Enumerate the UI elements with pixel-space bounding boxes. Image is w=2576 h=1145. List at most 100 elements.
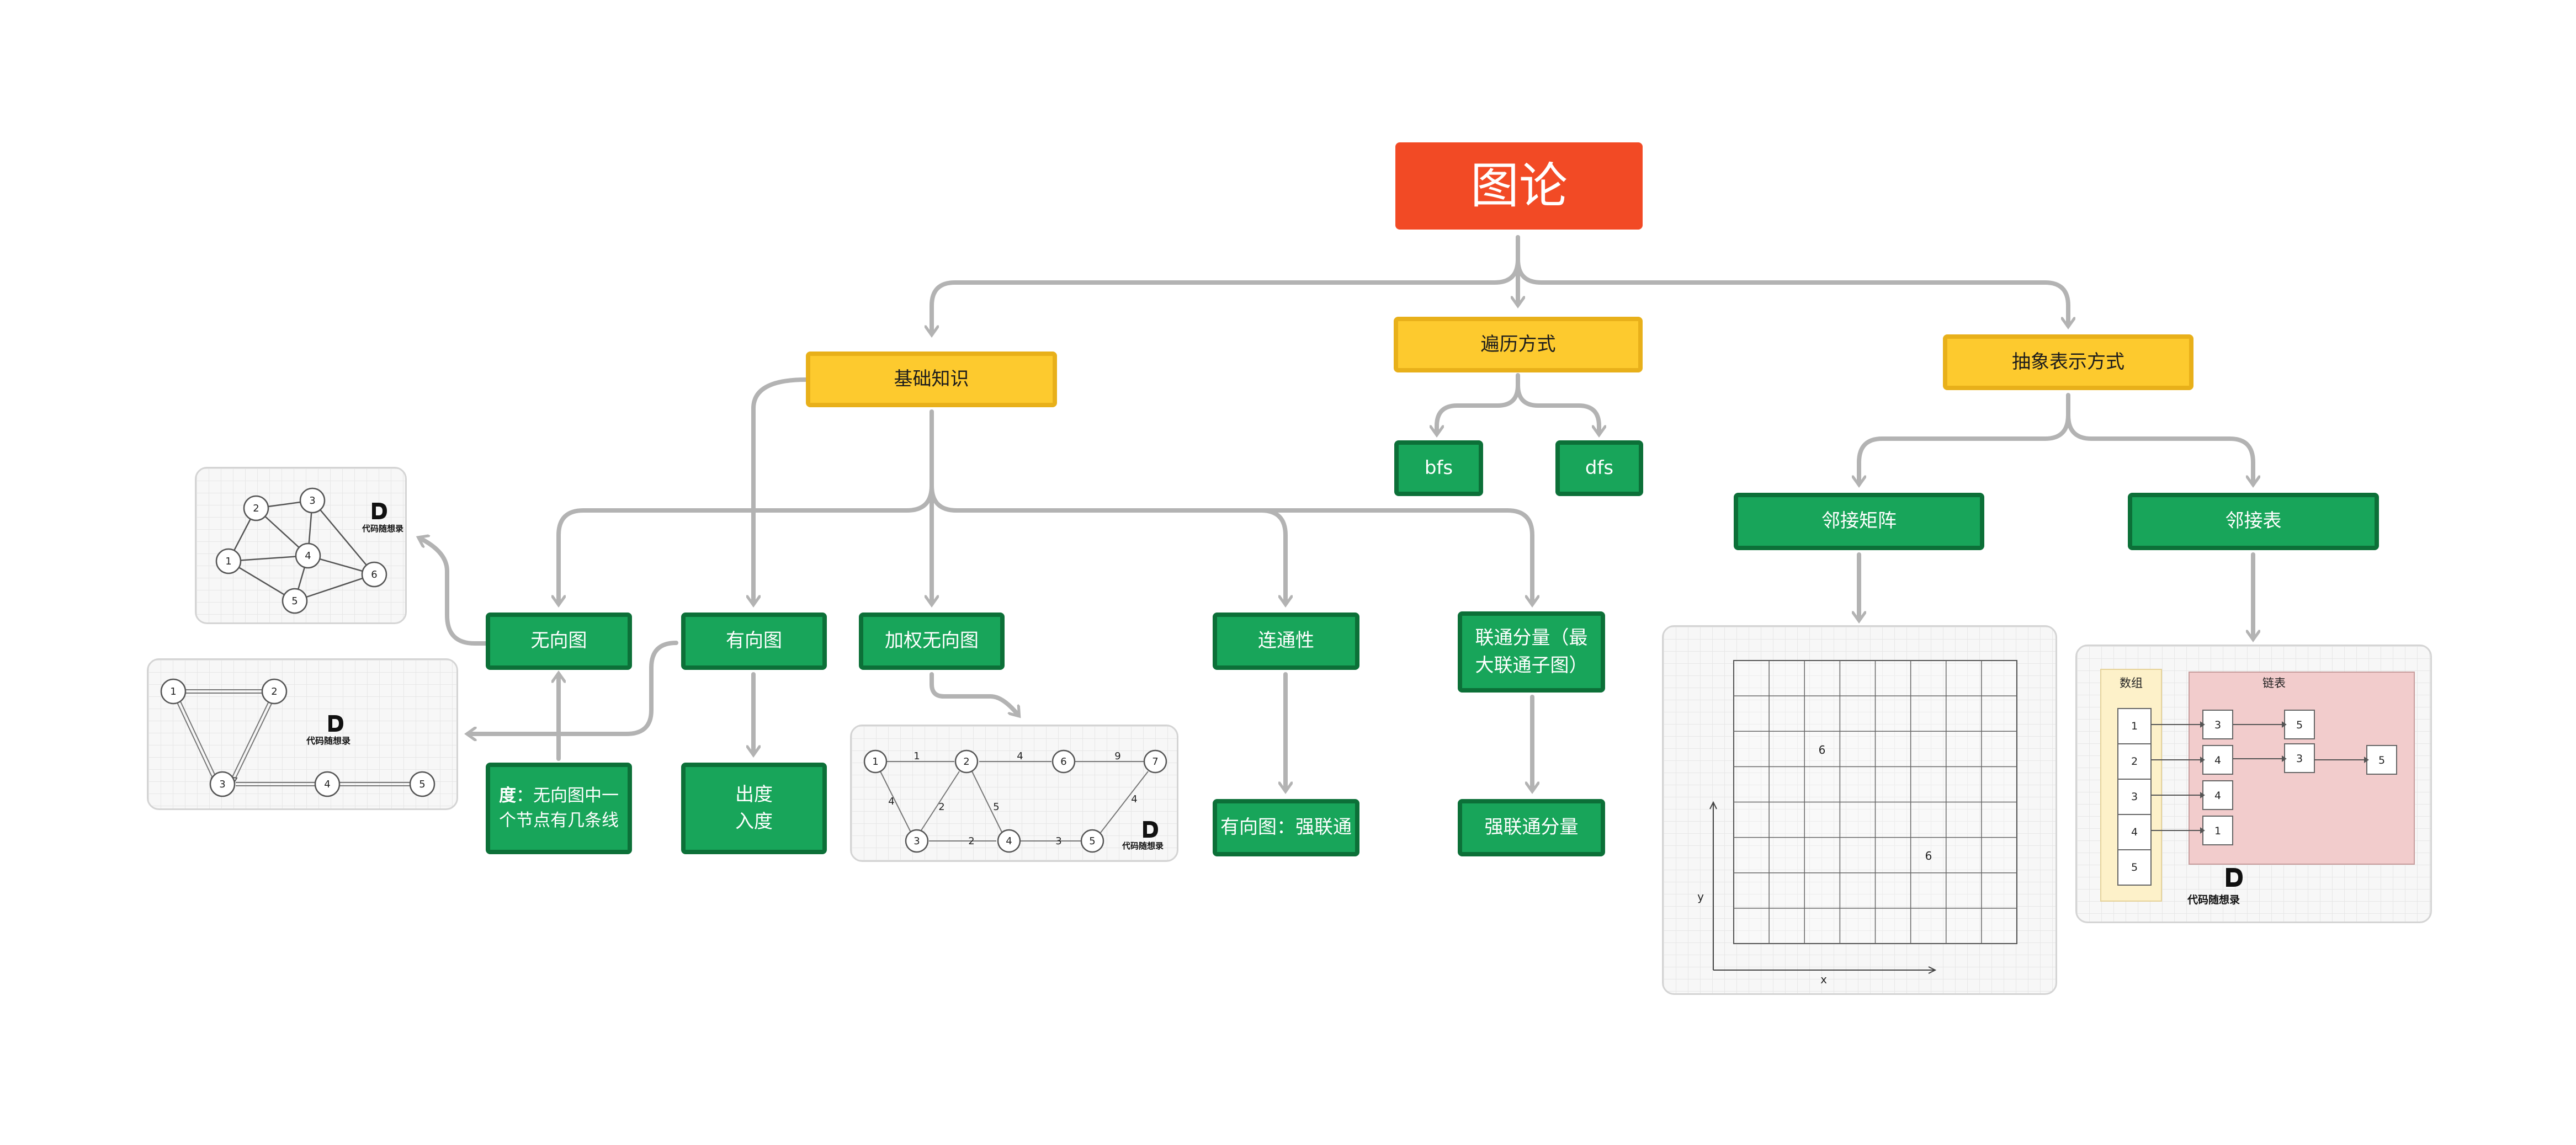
list-node: 5 <box>2296 719 2303 731</box>
undirected-node-3 <box>299 487 326 514</box>
list-node: 1 <box>2214 825 2221 837</box>
undirected-node-1 <box>215 548 242 574</box>
directed-node-2 <box>261 678 288 705</box>
degree-description: ：无向图中一个节点有几条线 <box>499 786 619 830</box>
weight-2-4: 5 <box>993 801 999 813</box>
matrix-cell-value: 6 <box>1819 743 1826 757</box>
edge-repr-matrix <box>1859 393 2070 484</box>
in-degree-label: 入度 <box>735 811 773 833</box>
out-degree-label: 出度 <box>735 783 773 806</box>
edge-weighted-image <box>930 672 1018 715</box>
edge-basics-directed <box>753 377 808 604</box>
undirected-node-2-label: 2 <box>253 503 259 514</box>
linked-list-title: 链表 <box>2262 677 2286 690</box>
strongly-connected[interactable]: 有向图：强联通 <box>1213 799 1359 856</box>
root-topic[interactable]: 图论 <box>1395 142 1643 230</box>
edge-traversal-dfs <box>1516 383 1599 434</box>
weight-1-2: 1 <box>913 750 920 762</box>
edge-basics-components <box>1258 508 1534 606</box>
weight-6-7: 9 <box>1114 750 1120 762</box>
category-representation[interactable]: 抽象表示方式 <box>1943 334 2193 390</box>
degree-definition[interactable]: 度：无向图中一个节点有几条线 <box>486 763 632 854</box>
undirected-node-4-label: 4 <box>305 550 311 562</box>
directed-node-3-label: 3 <box>219 779 225 790</box>
category-traversal[interactable]: 遍历方式 <box>1394 317 1643 372</box>
directed-node-3 <box>209 771 236 797</box>
array-index: 2 <box>2131 755 2138 768</box>
weighted-node-7 <box>1143 749 1167 774</box>
array-title: 数组 <box>2120 677 2143 690</box>
weighted-node-6 <box>1051 749 1076 774</box>
weight-5-7: 4 <box>1131 793 1137 805</box>
directed-node-5-label: 5 <box>419 779 425 790</box>
strongly-connected-components[interactable]: 强联通分量 <box>1458 799 1605 856</box>
topic-adjacency-matrix[interactable]: 邻接矩阵 <box>1734 493 1984 550</box>
list-node: 4 <box>2214 790 2221 802</box>
directed-node-5 <box>409 771 435 797</box>
svg-text:代码随想录: 代码随想录 <box>306 736 350 746</box>
weight-2-6: 4 <box>1017 750 1023 762</box>
list-node: 3 <box>2214 719 2221 731</box>
directed-node-1-label: 1 <box>170 686 176 697</box>
svg-text:代码随想录: 代码随想录 <box>2187 893 2240 906</box>
weighted-node-6-label: 6 <box>1060 756 1066 768</box>
weighted-graph-example: 1 4 9 4 2 5 2 3 4 1 2 3 4 5 6 7 <box>850 725 1178 862</box>
edge-repr-list <box>2066 413 2253 484</box>
undirected-node-6-label: 6 <box>371 569 377 581</box>
undirected-node-5 <box>281 588 308 614</box>
array-index: 5 <box>2131 861 2138 874</box>
topic-bfs[interactable]: bfs <box>1394 440 1483 496</box>
weighted-node-5-label: 5 <box>1089 835 1095 847</box>
edge-basics-connectivity <box>930 483 1286 604</box>
topic-connected-components[interactable]: 联通分量（最大联通子图） <box>1458 611 1605 693</box>
array-index: 1 <box>2131 720 2138 732</box>
weighted-node-1-label: 1 <box>872 756 878 768</box>
weighted-node-4-label: 4 <box>1006 835 1012 847</box>
topic-undirected-graph[interactable]: 无向图 <box>486 613 632 670</box>
watermark-logo-icon: 代码随想录 <box>1122 821 1164 851</box>
weighted-node-3 <box>905 829 929 853</box>
watermark-logo-icon: 代码随想录 <box>362 503 403 534</box>
edge-traversal-bfs <box>1437 373 1520 434</box>
directed-node-1 <box>160 678 187 705</box>
list-node: 4 <box>2214 754 2221 766</box>
adjacency-matrix-example: 6 6 x y <box>1662 625 2057 995</box>
undirected-node-4 <box>295 542 321 569</box>
svg-text:代码随想录: 代码随想录 <box>1122 841 1164 851</box>
degree-definition-text: 度：无向图中一个节点有几条线 <box>499 784 619 833</box>
edge-basics-undirected <box>559 483 934 604</box>
weighted-node-2-label: 2 <box>963 756 969 768</box>
undirected-node-3-label: 3 <box>309 495 315 507</box>
undirected-node-1-label: 1 <box>225 556 231 567</box>
weighted-node-1 <box>863 749 888 774</box>
weight-1-3: 4 <box>888 796 894 807</box>
matrix-axis-x: x <box>1820 973 1827 986</box>
in-out-degree[interactable]: 出度 入度 <box>681 763 827 854</box>
weight-4-5: 3 <box>1055 835 1061 847</box>
topic-dfs[interactable]: dfs <box>1555 440 1643 496</box>
undirected-node-5-label: 5 <box>291 595 298 607</box>
matrix-axis-y: y <box>1697 890 1704 903</box>
array-index: 3 <box>2131 791 2138 803</box>
watermark-logo-icon: 代码随想录 <box>306 715 350 746</box>
directed-node-4 <box>314 771 341 797</box>
list-node: 3 <box>2296 753 2303 765</box>
weight-3-2: 2 <box>938 801 944 813</box>
topic-weighted-undirected-graph[interactable]: 加权无向图 <box>859 613 1005 670</box>
edge-undirected-image <box>419 538 488 646</box>
undirected-node-2 <box>243 495 269 521</box>
category-basics[interactable]: 基础知识 <box>806 352 1057 407</box>
weighted-node-7-label: 7 <box>1152 756 1158 768</box>
topic-connectivity[interactable]: 连通性 <box>1213 613 1359 670</box>
weight-3-4: 2 <box>968 835 974 847</box>
array-index: 4 <box>2131 826 2138 838</box>
weighted-node-4 <box>997 829 1021 853</box>
edge-root-representation <box>1516 257 2068 326</box>
adjacency-list-example: 数组 链表 1 2 3 <box>2075 645 2432 923</box>
weighted-node-5 <box>1080 829 1104 853</box>
weighted-node-3-label: 3 <box>913 835 920 847</box>
topic-directed-graph[interactable]: 有向图 <box>681 613 827 670</box>
topic-adjacency-list[interactable]: 邻接表 <box>2128 493 2379 550</box>
matrix-cell-value: 6 <box>1925 849 1932 862</box>
